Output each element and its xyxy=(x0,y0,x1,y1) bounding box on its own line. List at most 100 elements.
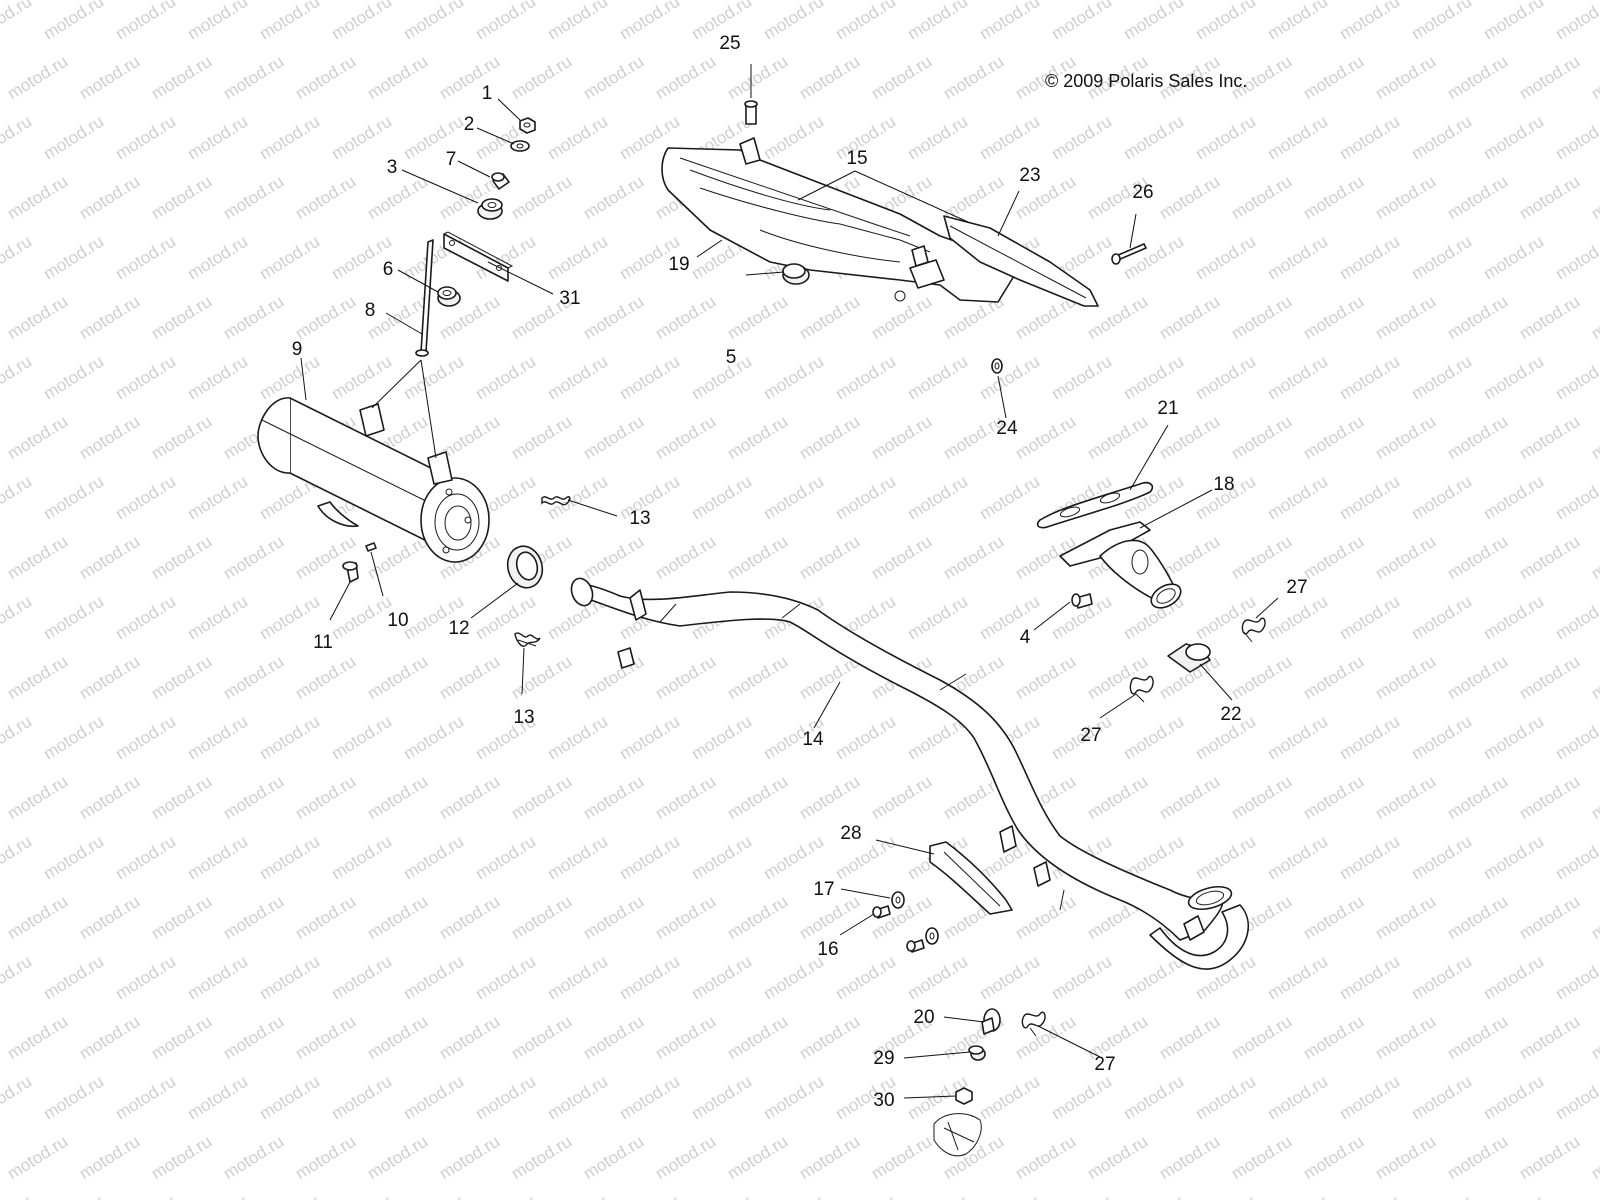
watermark-text: motod.ru xyxy=(724,772,791,824)
callout-27-middle: 27 xyxy=(1080,725,1101,746)
watermark-text: motod.ru xyxy=(1300,412,1367,464)
watermark-text: motod.ru xyxy=(1372,292,1439,344)
watermark-text: motod.ru xyxy=(688,832,755,884)
watermark-text: motod.ru xyxy=(4,772,71,824)
callout-1: 1 xyxy=(482,83,493,104)
part-22-sleeve xyxy=(1167,643,1211,673)
watermark-text: motod.ru xyxy=(688,1192,755,1200)
watermark-text: motod.ru xyxy=(868,52,935,104)
watermark-text: motod.ru xyxy=(436,652,503,704)
watermark-text: motod.ru xyxy=(688,712,755,764)
watermark-text: motod.ru xyxy=(0,472,35,524)
watermark-text: motod.ru xyxy=(256,112,323,164)
watermark-text: motod.ru xyxy=(1264,592,1331,644)
watermark-text: motod.ru xyxy=(1156,772,1223,824)
watermark-text: motod.ru xyxy=(112,1192,179,1200)
callout-30: 30 xyxy=(873,1090,894,1111)
watermark-text: motod.ru xyxy=(940,52,1007,104)
watermark-text: motod.ru xyxy=(796,772,863,824)
watermark-text: motod.ru xyxy=(364,532,431,584)
watermark-text: motod.ru xyxy=(832,472,899,524)
watermark-text: motod.ru xyxy=(292,1012,359,1064)
watermark-text: motod.ru xyxy=(832,1192,899,1200)
watermark-text: motod.ru xyxy=(76,412,143,464)
watermark-text: motod.ru xyxy=(724,292,791,344)
watermark-text: motod.ru xyxy=(0,592,35,644)
watermark-text: motod.ru xyxy=(1228,412,1295,464)
callout-29: 29 xyxy=(873,1048,894,1069)
watermark-text: motod.ru xyxy=(1372,1132,1439,1184)
watermark-text: motod.ru xyxy=(1516,52,1583,104)
callout-9: 9 xyxy=(292,339,303,360)
watermark-text: motod.ru xyxy=(76,652,143,704)
watermark-text: motod.ru xyxy=(328,1192,395,1200)
watermark-text: motod.ru xyxy=(292,172,359,224)
watermark-text: motod.ru xyxy=(328,1072,395,1124)
watermark-text: motod.ru xyxy=(40,1072,107,1124)
callout-24: 24 xyxy=(996,418,1018,439)
watermark-text: motod.ru xyxy=(0,1192,35,1200)
watermark-text: motod.ru xyxy=(76,172,143,224)
watermark-text: motod.ru xyxy=(904,1192,971,1200)
watermark-text: motod.ru xyxy=(1480,472,1547,524)
watermark-text: motod.ru xyxy=(616,832,683,884)
part-13-spring-upper xyxy=(541,495,571,506)
part-3-grommet xyxy=(477,198,503,220)
watermark-text: motod.ru xyxy=(184,0,251,43)
watermark-text: motod.ru xyxy=(1048,1192,1115,1200)
watermark-text: motod.ru xyxy=(148,772,215,824)
watermark-text: motod.ru xyxy=(1048,352,1115,404)
watermark-text: motod.ru xyxy=(1408,0,1475,43)
watermark-text: motod.ru xyxy=(976,952,1043,1004)
callout-15: 15 xyxy=(846,148,867,169)
watermark-text: motod.ru xyxy=(1408,832,1475,884)
watermark-text: motod.ru xyxy=(796,532,863,584)
part-31-bracket xyxy=(443,231,514,282)
watermark-text: motod.ru xyxy=(4,292,71,344)
watermark-text: motod.ru xyxy=(1048,112,1115,164)
watermark-text: motod.ru xyxy=(1120,0,1187,43)
watermark-text: motod.ru xyxy=(40,0,107,43)
watermark-text: motod.ru xyxy=(724,892,791,944)
watermark-text: motod.ru xyxy=(400,712,467,764)
watermark-text: motod.ru xyxy=(472,352,539,404)
watermark-text: motod.ru xyxy=(1120,1072,1187,1124)
watermark-text: motod.ru xyxy=(1264,112,1331,164)
part-28-lower-shield xyxy=(929,841,1013,915)
watermark-text: motod.ru xyxy=(1012,892,1079,944)
watermark-text: motod.ru xyxy=(760,472,827,524)
watermark-text: motod.ru xyxy=(112,472,179,524)
watermark-text: motod.ru xyxy=(328,952,395,1004)
watermark-text: motod.ru xyxy=(364,52,431,104)
part-16-bolt xyxy=(872,905,891,919)
watermark-text: motod.ru xyxy=(436,1012,503,1064)
watermark-text: motod.ru xyxy=(436,772,503,824)
part-30-nut xyxy=(955,1087,973,1105)
watermark-text: motod.ru xyxy=(1300,772,1367,824)
watermark-text: motod.ru xyxy=(1228,292,1295,344)
watermark-text: motod.ru xyxy=(436,52,503,104)
part-18-header-flange xyxy=(1059,521,1182,609)
watermark-text: motod.ru xyxy=(508,652,575,704)
watermark-text: motod.ru xyxy=(1228,652,1295,704)
watermark-text: motod.ru xyxy=(76,52,143,104)
watermark-text: motod.ru xyxy=(112,112,179,164)
watermark-text: motod.ru xyxy=(544,832,611,884)
watermark-text: motod.ru xyxy=(652,532,719,584)
watermark-text: motod.ru xyxy=(832,352,899,404)
watermark-text: motod.ru xyxy=(1156,172,1223,224)
part-26-bolt xyxy=(1111,243,1147,265)
watermark-text: motod.ru xyxy=(40,472,107,524)
watermark-text: motod.ru xyxy=(868,292,935,344)
watermark-text: motod.ru xyxy=(148,412,215,464)
watermark-text: motod.ru xyxy=(256,352,323,404)
watermark-text: motod.ru xyxy=(1300,1132,1367,1184)
watermark-text: motod.ru xyxy=(328,832,395,884)
watermark-text: motod.ru xyxy=(112,592,179,644)
watermark-text: motod.ru xyxy=(796,292,863,344)
watermark-text: motod.ru xyxy=(40,832,107,884)
watermark-text: motod.ru xyxy=(832,952,899,1004)
watermark-text: motod.ru xyxy=(184,832,251,884)
watermark-text: motod.ru xyxy=(1480,712,1547,764)
watermark-text: motod.ru xyxy=(112,1072,179,1124)
